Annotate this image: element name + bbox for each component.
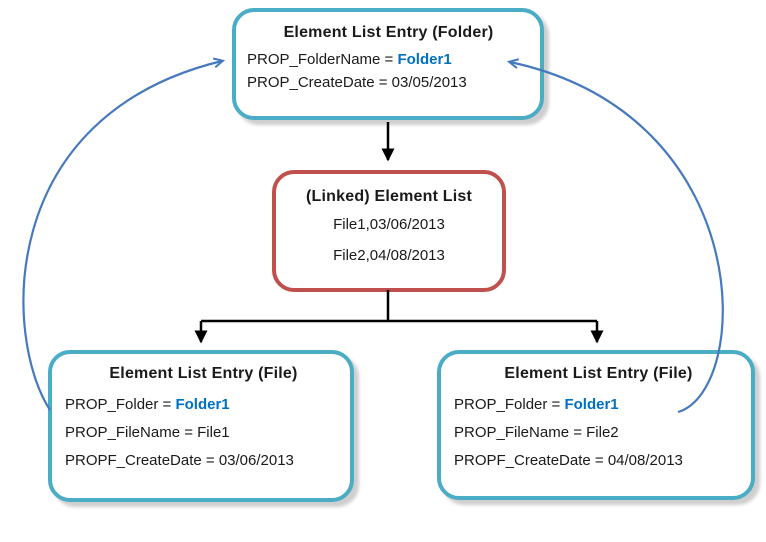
file-left-folder-line: PROP_Folder = Folder1 — [65, 391, 342, 419]
file-right-folder-value: Folder1 — [564, 396, 619, 413]
file-entry-box-left: Element List Entry (File) PROP_Folder = … — [48, 350, 354, 502]
file-left-create-date-line: PROPF_CreateDate = 03/06/2013 — [65, 452, 294, 469]
file-left-name-line: PROP_FileName = File1 — [65, 424, 230, 441]
file-entry-left-title: Element List Entry (File) — [109, 365, 298, 382]
folder-entry-box: Element List Entry (Folder) PROP_FolderN… — [232, 8, 544, 120]
folder-name-line: PROP_FolderName = Folder1 — [247, 48, 530, 71]
folder-entry-title: Element List Entry (Folder) — [283, 24, 494, 41]
file-right-create-date-line: PROPF_CreateDate = 04/08/2013 — [454, 452, 683, 469]
folder-create-date-line: PROP_CreateDate = 03/05/2013 — [247, 74, 467, 91]
file-right-folder-line: PROP_Folder = Folder1 — [454, 391, 743, 419]
linked-list-row: File1,03/06/2013 — [333, 216, 445, 233]
file-entry-right-title: Element List Entry (File) — [504, 365, 693, 382]
linked-list-row: File2,04/08/2013 — [333, 247, 445, 264]
file-entry-box-right: Element List Entry (File) PROP_Folder = … — [437, 350, 755, 500]
file-left-folder-value: Folder1 — [175, 396, 230, 413]
linked-element-list-box: (Linked) Element List File1,03/06/2013 F… — [272, 170, 506, 292]
folder-name-label: PROP_FolderName = — [247, 51, 398, 68]
list-to-files-connector — [201, 290, 597, 323]
linked-list-title: (Linked) Element List — [306, 188, 472, 205]
file-left-folder-label: PROP_Folder = — [65, 396, 176, 413]
folder-name-value: Folder1 — [397, 51, 452, 68]
file-right-name-line: PROP_FileName = File2 — [454, 424, 619, 441]
file-right-folder-label: PROP_Folder = — [454, 396, 565, 413]
